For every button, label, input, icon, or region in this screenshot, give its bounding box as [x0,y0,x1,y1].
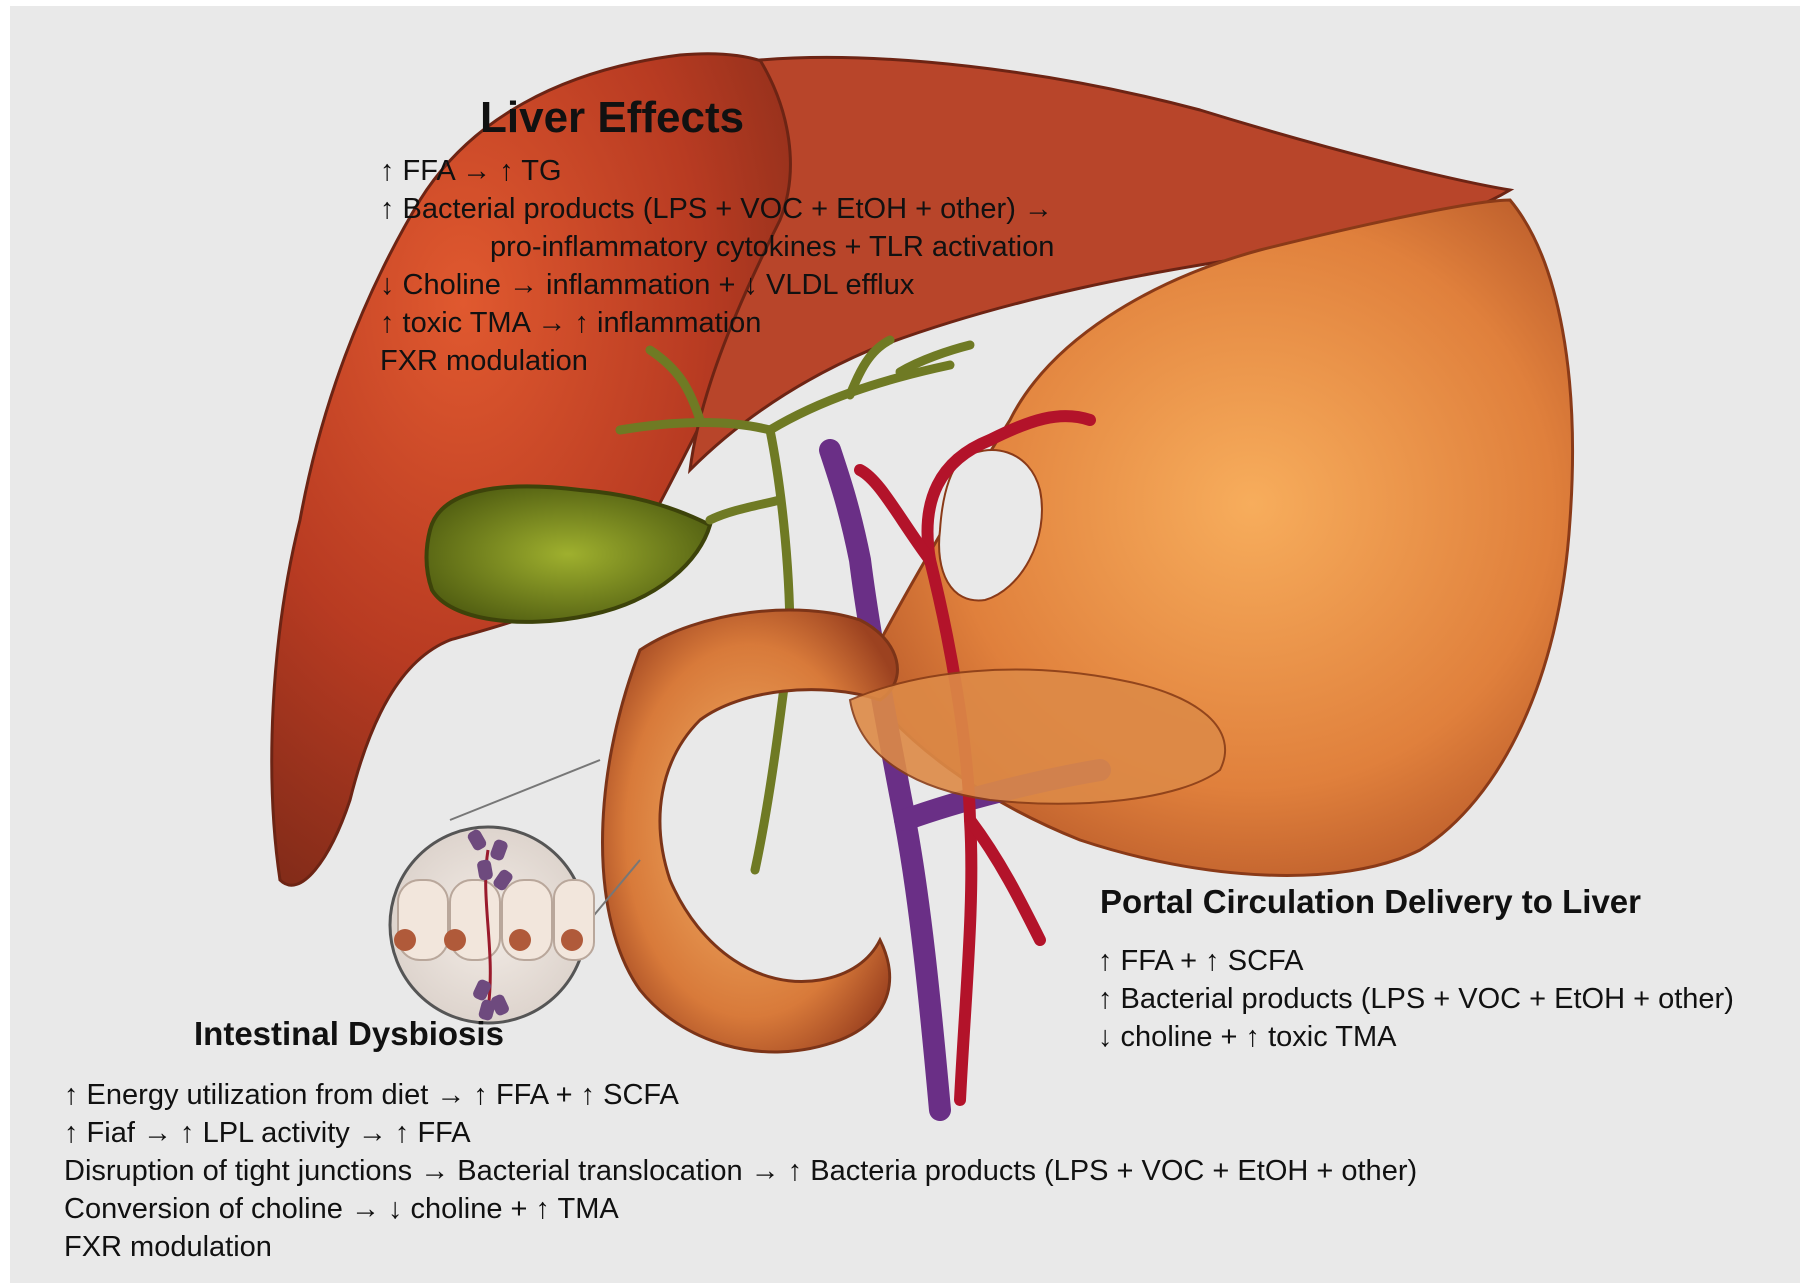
intestinal-dysbiosis-line: ↑ Energy utilization from diet → ↑ FFA +… [64,1076,1417,1114]
liver-effects-line: ↑ toxic TMA → ↑ inflammation [380,304,1054,342]
intestinal-dysbiosis-line: FXR modulation [64,1228,1417,1266]
gallbladder [426,486,710,621]
liver-effects-title: Liver Effects [480,92,1054,144]
intestinal-dysbiosis-title: Intestinal Dysbiosis [194,1012,1417,1056]
liver-effects-line: pro-inflammatory cytokines + TLR activat… [380,228,1054,266]
intestinal-villi-inset [390,827,594,1023]
portal-circulation-line: ↑ FFA + ↑ SCFA [1098,942,1734,980]
intestinal-dysbiosis-line: Conversion of choline → ↓ choline + ↑ TM… [64,1190,1417,1228]
intestinal-dysbiosis-line: Disruption of tight junctions → Bacteria… [64,1152,1417,1190]
liver-effects-line: ↓ Choline → inflammation + ↓ VLDL efflux [380,266,1054,304]
liver-effects-line: ↑ Bacterial products (LPS + VOC + EtOH +… [380,190,1054,228]
intestinal-dysbiosis-block: Intestinal Dysbiosis ↑ Energy utilizatio… [64,1012,1417,1266]
intestinal-dysbiosis-line: ↑ Fiaf → ↑ LPL activity → ↑ FFA [64,1114,1417,1152]
portal-circulation-title: Portal Circulation Delivery to Liver [1100,880,1734,924]
liver-effects-line: FXR modulation [380,342,1054,380]
duodenum [603,610,898,1052]
liver-effects-line: ↑ FFA → ↑ TG [380,152,1054,190]
liver-effects-block: Liver Effects ↑ FFA → ↑ TG ↑ Bacterial p… [380,92,1054,380]
inset-connector-top [450,760,600,820]
